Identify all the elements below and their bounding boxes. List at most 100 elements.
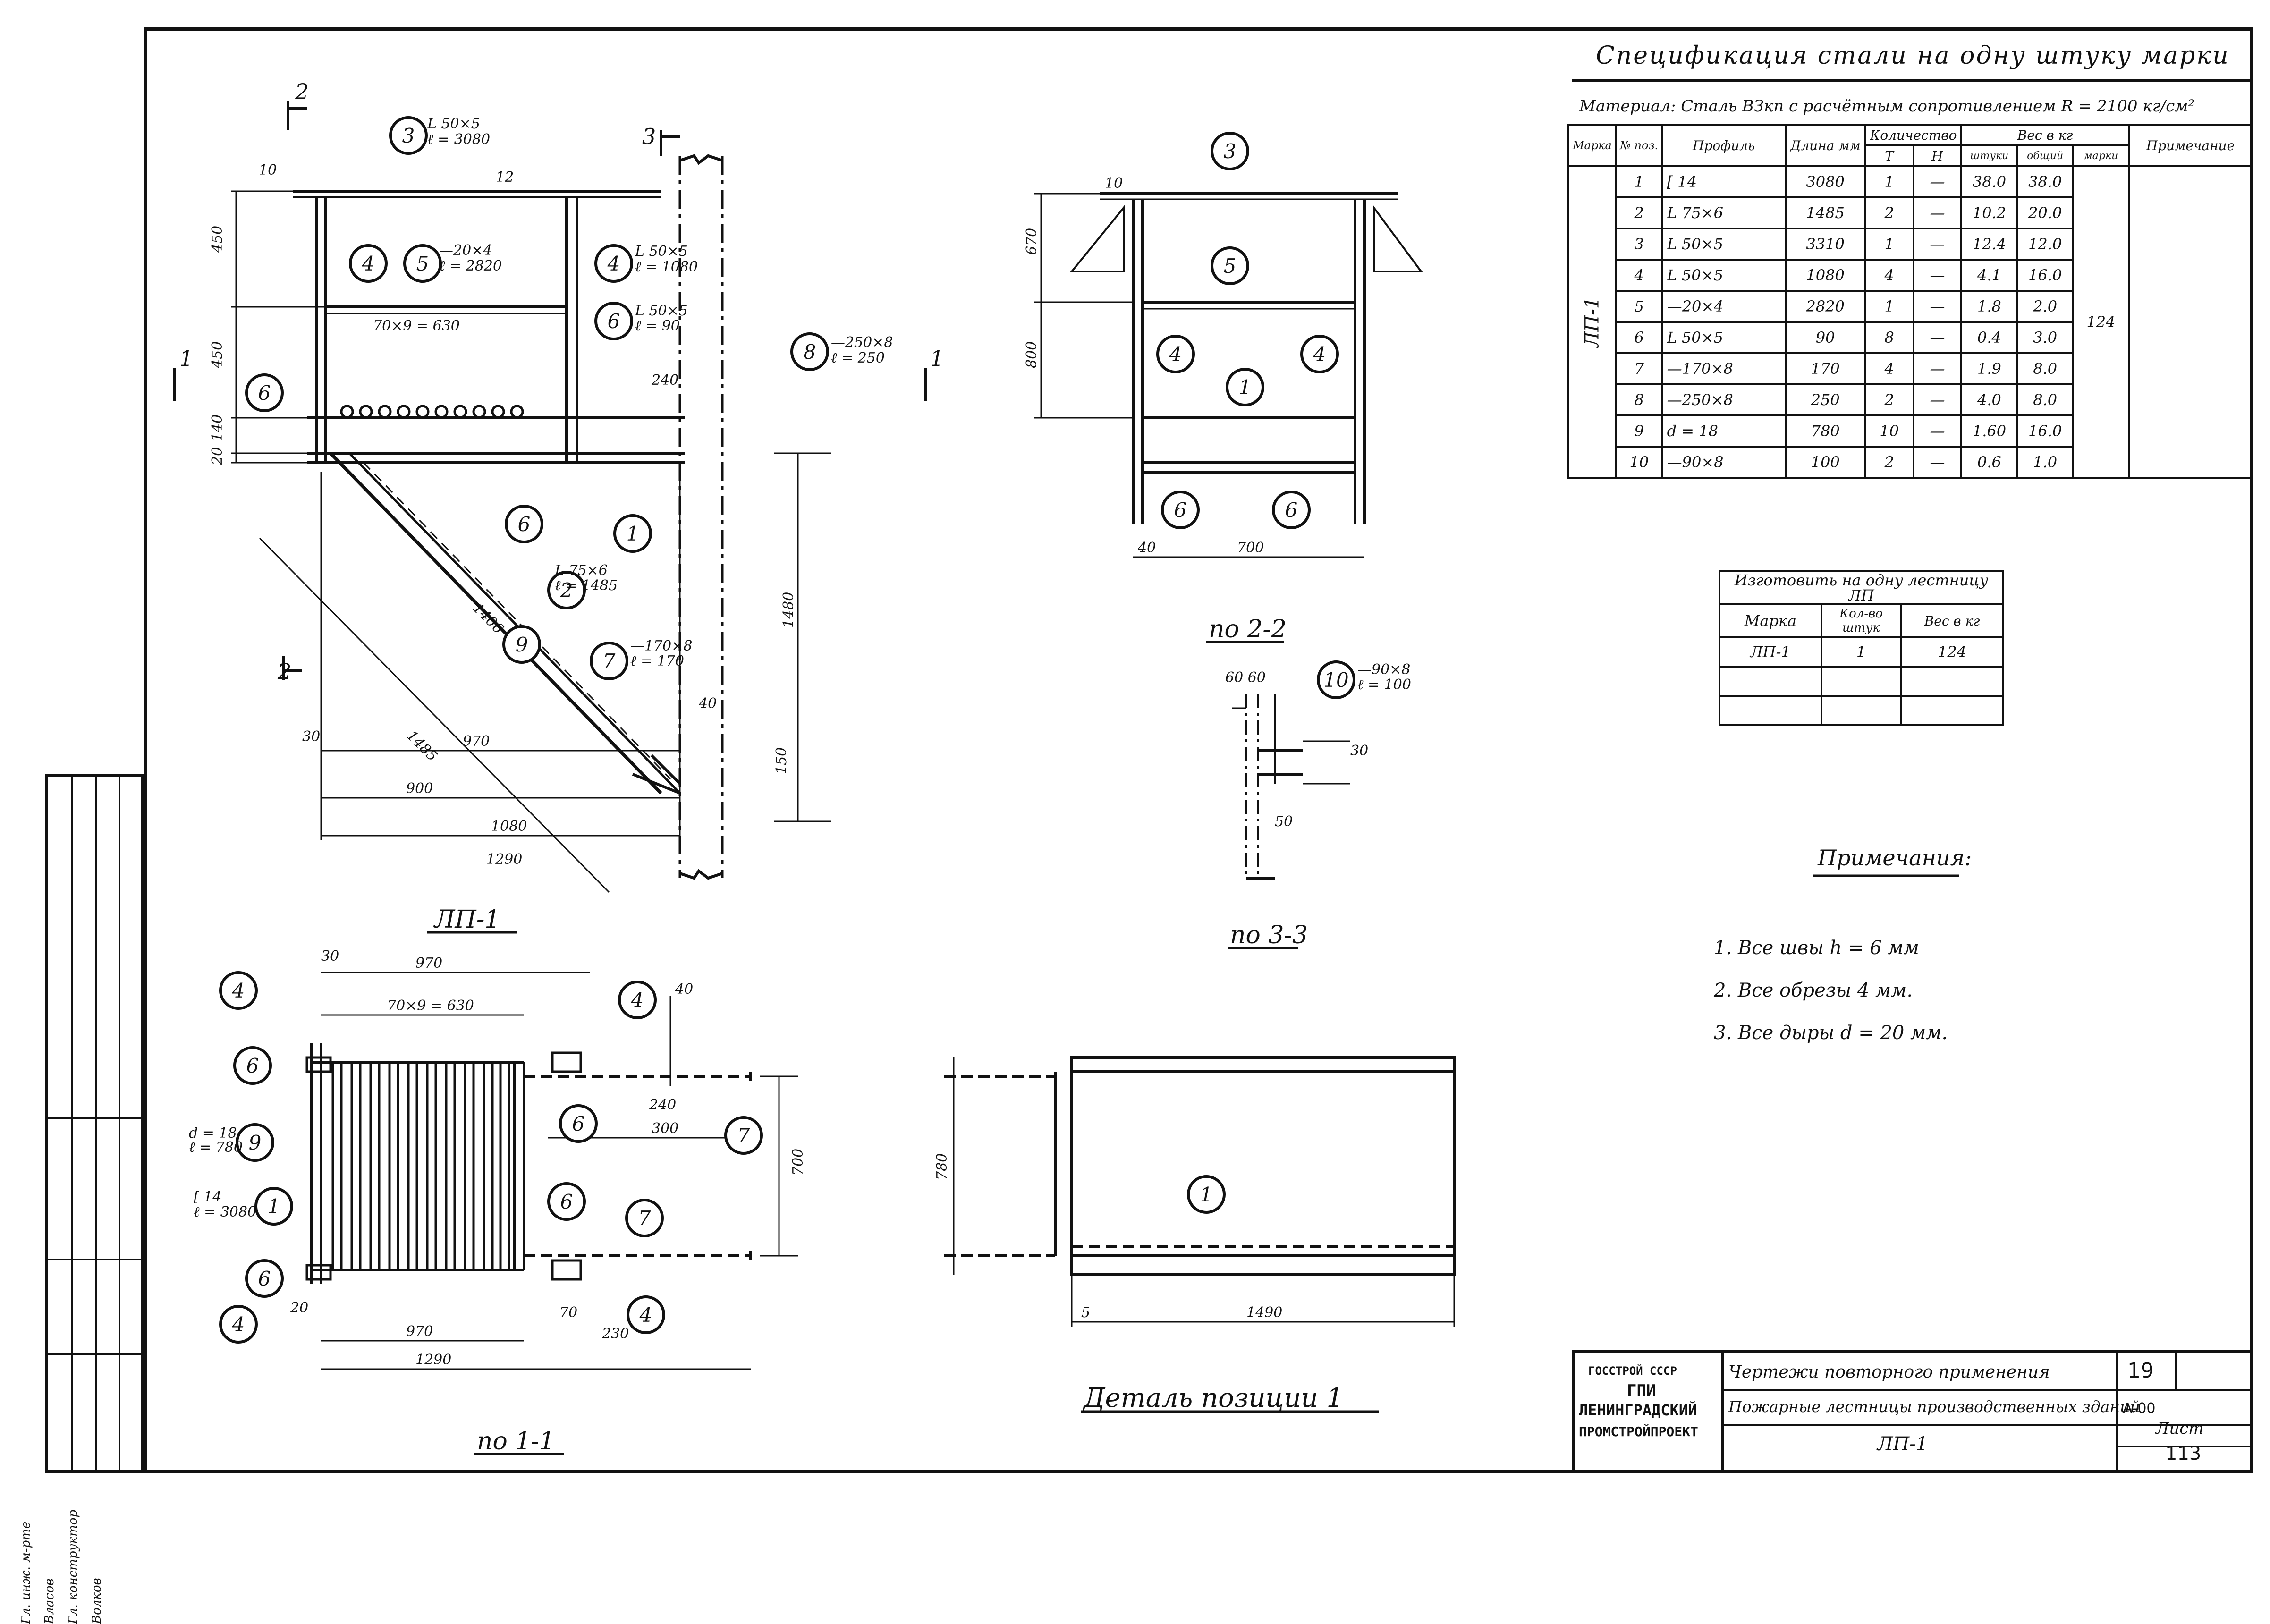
- spec-cell-pos: 9: [1615, 414, 1663, 448]
- notes-title: Примечания:: [1818, 845, 1972, 871]
- side-stamp-col2: Власов: [42, 1360, 61, 1624]
- spec-cell-n: —: [1912, 446, 1963, 479]
- s11-dim-230: 230: [601, 1326, 629, 1342]
- dim-40: 40: [698, 695, 717, 712]
- main-view: [173, 102, 927, 893]
- s11-tag-9-length: ℓ = 780: [189, 1139, 243, 1156]
- spec-cell-t: 2: [1864, 446, 1914, 479]
- svg-text:1: 1: [268, 1195, 280, 1218]
- spec-cell-length: 1485: [1784, 196, 1866, 229]
- spec-cell-t: 2: [1864, 196, 1914, 229]
- tag-6-profile: L 50×5: [635, 303, 688, 319]
- col-mark: Марка: [1567, 124, 1617, 167]
- dim-1480: 1480: [780, 592, 797, 628]
- view-3-3: [1232, 694, 1350, 880]
- dim-240: 240: [651, 372, 678, 389]
- view-title-main: ЛП-1: [433, 905, 500, 934]
- spec-cell-n: —: [1912, 196, 1963, 229]
- detail-dim-1490: 1490: [1246, 1304, 1282, 1321]
- tag-7-profile: —170×8: [630, 638, 692, 654]
- view-title-detail: Деталь позиции 1: [1082, 1383, 1343, 1413]
- make-col-weight: Вес в кг: [1900, 603, 2004, 638]
- org-name: ПРОМСТРОЙПРОЕКТ: [1579, 1424, 1698, 1439]
- spec-cell-profile: L 75×6: [1661, 196, 1787, 229]
- svg-text:3: 3: [402, 124, 415, 147]
- s11-dim-70: 70: [559, 1304, 577, 1321]
- note-1: 1. Все швы h = 6 мм: [1714, 937, 1919, 959]
- svg-text:4: 4: [631, 989, 644, 1012]
- org-ministry: ГОССТРОЙ СССР: [1588, 1364, 1677, 1378]
- side-col4-0: Волков: [90, 1578, 104, 1624]
- tag-2-profile: L 75×6: [554, 562, 608, 579]
- spec-cell-wp: 4.1: [1960, 259, 2018, 292]
- dim-970: 970: [463, 733, 490, 750]
- svg-text:6: 6: [1174, 499, 1187, 522]
- drawing-frame: [144, 27, 2253, 1473]
- s11-dim-40: 40: [675, 981, 693, 998]
- spec-cell-profile: —90×8: [1661, 446, 1787, 479]
- svg-text:7: 7: [603, 650, 616, 673]
- col-qty-t: Т: [1864, 144, 1914, 167]
- spec-cell-t: 1: [1864, 165, 1914, 198]
- s11-dim-300: 300: [652, 1120, 678, 1137]
- spec-cell-profile: L 50×5: [1661, 321, 1787, 354]
- spec-cell-length: 780: [1784, 414, 1866, 448]
- detail-view: [944, 1056, 1456, 1327]
- svg-text:1: 1: [1200, 1183, 1213, 1206]
- svg-text:3: 3: [1224, 140, 1237, 163]
- spec-cell-n: —: [1912, 290, 1963, 323]
- spec-cell-n: —: [1912, 352, 1963, 385]
- spec-cell-wt: 16.0: [2016, 414, 2074, 448]
- s11-tag-1-profile: [ 14: [194, 1189, 221, 1205]
- svg-text:6: 6: [258, 1267, 271, 1290]
- svg-text:10: 10: [1323, 668, 1348, 692]
- s11-tag-1-length: ℓ = 3080: [194, 1204, 256, 1220]
- title-block: ГОССТРОЙ СССР ГПИ ЛЕНИНГРАДСКИЙ ПРОМСТРО…: [1572, 1350, 2253, 1473]
- spec-cell-wp: 1.8: [1960, 290, 2018, 323]
- make-row: ЛП-1 1 124: [1719, 636, 2004, 668]
- spec-cell-wp: 38.0: [1960, 165, 2018, 198]
- svg-text:7: 7: [737, 1124, 750, 1147]
- section-mark-3: 3: [642, 124, 656, 149]
- org-institute: ГПИ: [1627, 1381, 1656, 1400]
- spec-cell-pos: 4: [1615, 259, 1663, 292]
- view-1-1: [305, 972, 798, 1370]
- side-stamp-col3: Гл. конструктор: [66, 1360, 85, 1624]
- spec-title-rule: [1572, 79, 2253, 82]
- spec-cell-t: 10: [1864, 414, 1914, 448]
- spec-cell-wp: 0.6: [1960, 446, 2018, 479]
- spec-cell-n: —: [1912, 259, 1963, 292]
- dim-20: 20: [209, 447, 226, 465]
- detail-dim-780: 780: [934, 1153, 950, 1180]
- spec-cell-wp: 4.0: [1960, 383, 2018, 416]
- make-mark: ЛП-1: [1719, 636, 1822, 668]
- spec-cell-n: —: [1912, 383, 1963, 416]
- spec-cell-profile: d = 18: [1661, 414, 1787, 448]
- spec-cell-length: 170: [1784, 352, 1866, 385]
- svg-text:4: 4: [232, 979, 245, 1002]
- s22-dim-670: 670: [1024, 228, 1040, 255]
- tag-8-profile: —250×8: [831, 334, 893, 351]
- spec-cell-n: —: [1912, 321, 1963, 354]
- s11-dim-20: 20: [290, 1300, 308, 1316]
- spec-cell-length: 2820: [1784, 290, 1866, 323]
- s33-dim-6080: 60 60: [1225, 669, 1266, 686]
- col-qty-n: Н: [1912, 144, 1963, 167]
- stamp-code-2: А-00: [2123, 1400, 2156, 1417]
- spec-cell-wp: 1.60: [1960, 414, 2018, 448]
- s11-rungs: 70×9 = 630: [387, 998, 474, 1014]
- stamp-sheet-label: Лист: [2156, 1419, 2204, 1438]
- view-title-3-3: по 3-3: [1230, 921, 1308, 949]
- spec-cell-wp: 10.2: [1960, 196, 2018, 229]
- svg-text:1: 1: [627, 522, 639, 545]
- note-2: 2. Все обрезы 4 мм.: [1714, 980, 1913, 1001]
- svg-text:4: 4: [362, 252, 375, 275]
- make-title: Изготовить на одну лестницу ЛП: [1719, 570, 2004, 605]
- side-stamp-col4: Волков: [90, 1360, 109, 1624]
- side-stamp: [45, 774, 144, 1473]
- spec-cell-pos: 2: [1615, 196, 1663, 229]
